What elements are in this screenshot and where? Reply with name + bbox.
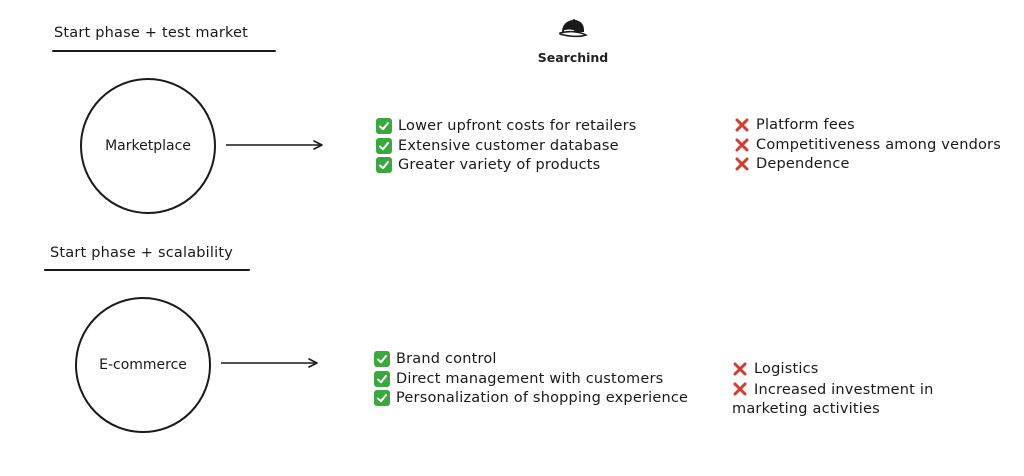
cross-icon (732, 381, 748, 397)
con-text: Logistics (754, 361, 819, 377)
check-icon (374, 351, 390, 367)
check-icon (374, 370, 390, 387)
con-text: Platform fees (756, 117, 855, 133)
pros-list-marketplace: Lower upfront costs for retailers Extens… (376, 117, 637, 176)
check-icon (376, 118, 392, 134)
cons-list-marketplace: Platform fees Competitiveness among vend… (734, 116, 1001, 175)
con-text: Dependence (756, 156, 850, 172)
con-item: Increased investment in marketing activi… (732, 380, 962, 420)
section-title-underline (52, 50, 276, 52)
con-item: Logistics (732, 360, 962, 380)
check-icon (374, 390, 390, 406)
cross-icon (732, 361, 748, 377)
ecommerce-node: E-commerce (75, 297, 211, 433)
pro-text: Extensive customer database (398, 137, 619, 154)
pro-text: Brand control (396, 351, 497, 367)
node-label-marketplace: Marketplace (105, 138, 191, 154)
pro-item: Extensive customer database (376, 137, 637, 157)
cap-icon (558, 18, 588, 44)
section-title-marketplace: Start phase + test market (54, 25, 249, 41)
section-title-underline (44, 269, 250, 271)
con-text: Competitiveness among vendors (756, 136, 1001, 153)
cross-icon (734, 117, 750, 133)
con-text: Increased investment in marketing activi… (732, 381, 934, 418)
pro-text: Greater variety of products (398, 157, 601, 173)
pro-item: Lower upfront costs for retailers (376, 117, 637, 137)
brand-name: Searchind (537, 50, 609, 65)
pro-item: Direct management with customers (374, 370, 688, 390)
arrow-ecommerce (219, 356, 323, 370)
con-item: Platform fees (734, 116, 1001, 136)
arrow-marketplace (224, 138, 328, 152)
section-title-ecommerce: Start phase + scalability (50, 245, 234, 261)
marketplace-node: Marketplace (80, 78, 216, 214)
check-icon (376, 137, 392, 154)
check-icon (376, 157, 392, 173)
cross-icon (734, 156, 750, 172)
pro-item: Brand control (374, 350, 688, 370)
cross-icon (734, 137, 750, 153)
con-item: Competitiveness among vendors (734, 136, 1001, 156)
node-label-ecommerce: E-commerce (99, 357, 187, 373)
pros-list-ecommerce: Brand control Direct management with cus… (374, 350, 688, 409)
pro-item: Greater variety of products (376, 156, 637, 176)
pro-item: Personalization of shopping experience (374, 389, 688, 409)
brand-logo: Searchind (530, 18, 616, 65)
cons-list-ecommerce: Logistics Increased investment in market… (732, 360, 962, 420)
pro-text: Lower upfront costs for retailers (398, 118, 637, 134)
pro-text: Personalization of shopping experience (396, 390, 689, 406)
con-item: Dependence (734, 155, 1001, 175)
pro-text: Direct management with customers (396, 370, 664, 387)
